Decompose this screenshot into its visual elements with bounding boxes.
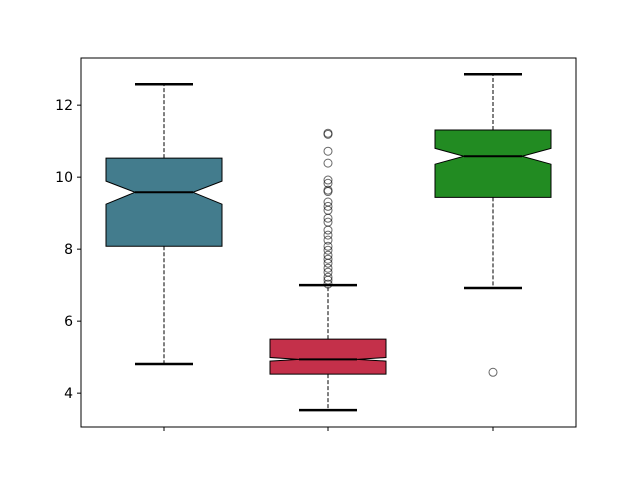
outlier-point xyxy=(323,129,333,139)
outlier-point xyxy=(323,146,333,156)
outlier-point xyxy=(323,235,333,245)
outlier-point xyxy=(323,158,333,168)
outlier-point xyxy=(323,187,333,197)
y-tick-label: 8 xyxy=(64,242,73,258)
outlier-point xyxy=(323,213,333,223)
outlier-point xyxy=(323,175,333,185)
y-tick-label: 6 xyxy=(64,314,73,330)
outlier-point xyxy=(323,245,333,255)
y-tick-label: 12 xyxy=(55,98,73,114)
outlier-point xyxy=(323,258,333,268)
box-box2 xyxy=(269,338,387,375)
outlier-point xyxy=(323,201,333,211)
outlier-point xyxy=(323,225,333,235)
outlier-point xyxy=(323,230,333,240)
y-tick-label: 4 xyxy=(64,386,73,402)
outlier-point xyxy=(323,272,333,282)
box-box1 xyxy=(105,157,223,247)
outlier-point xyxy=(323,279,333,289)
axes-frame xyxy=(80,57,577,428)
outlier-point xyxy=(488,367,498,377)
box-box3 xyxy=(434,129,552,198)
y-tick-label: 10 xyxy=(55,170,73,186)
outlier-point xyxy=(323,254,333,264)
outlier-point xyxy=(323,275,333,285)
outlier-point xyxy=(323,241,333,251)
outlier-point xyxy=(323,263,333,273)
